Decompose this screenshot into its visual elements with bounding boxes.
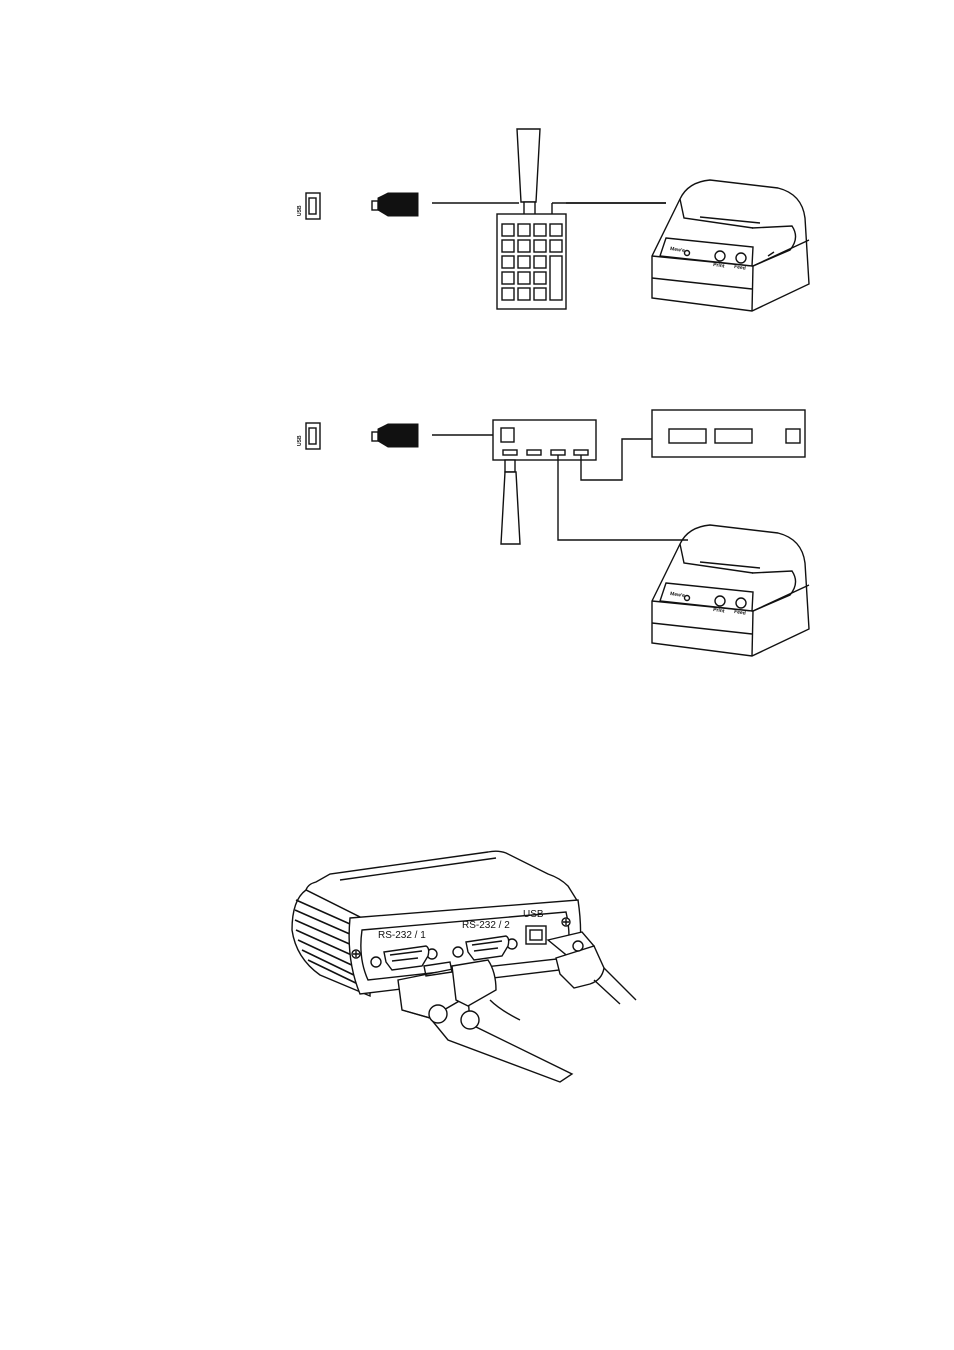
keypad-key: [534, 272, 546, 284]
keypad-key: [518, 224, 530, 236]
keypad-key: [502, 272, 514, 284]
usb-socket-icon: USB: [297, 423, 320, 449]
keypad-key: [502, 240, 514, 252]
barcode-scanner-icon: [517, 129, 540, 215]
keypad-key: [518, 288, 530, 300]
usb-socket-label: USB: [297, 205, 303, 216]
keypad-key: [502, 224, 514, 236]
keypad-key: [550, 240, 562, 252]
usb-socket-icon: USB: [297, 193, 320, 219]
usb-b-port: [526, 926, 546, 944]
port-label-rs232-1: RS-232 / 1: [378, 930, 426, 941]
customer-display-icon: [652, 410, 805, 457]
keypad-key: [534, 256, 546, 268]
port-label-usb: USB: [523, 909, 544, 920]
keypad-key: [534, 288, 546, 300]
cable-hub-to-printer: [558, 455, 688, 540]
keypad-key: [502, 256, 514, 268]
usb-plug-icon: [372, 424, 418, 447]
keypad-key: [534, 224, 546, 236]
usb-plug-icon: [372, 193, 418, 216]
diagram-keypad-setup: USB Mew'e: [297, 129, 809, 311]
keypad-key: [502, 288, 514, 300]
keypad-key: [518, 240, 530, 252]
keypad-key: [518, 256, 530, 268]
keypad-key: [518, 272, 530, 284]
interface-hub-icon: [493, 420, 596, 460]
keypad-key: [534, 240, 546, 252]
keypad-key: [550, 256, 562, 300]
port-label-rs232-2: RS-232 / 2: [462, 920, 510, 931]
keypad-icon: [497, 203, 666, 309]
usb-cable: [548, 932, 636, 1004]
keypad-key: [550, 224, 562, 236]
diagram-hub-setup: USB: [297, 410, 809, 656]
barcode-scanner-icon: [501, 460, 520, 544]
usb-socket-label: USB: [297, 435, 303, 446]
receipt-printer-icon: Mew'e Print Feed: [652, 525, 809, 656]
receipt-printer-icon: Mew'e Print Feed: [652, 180, 809, 311]
interface-box-illustration: RS-232 / 1 RS-232 / 2 USB: [292, 851, 636, 1082]
